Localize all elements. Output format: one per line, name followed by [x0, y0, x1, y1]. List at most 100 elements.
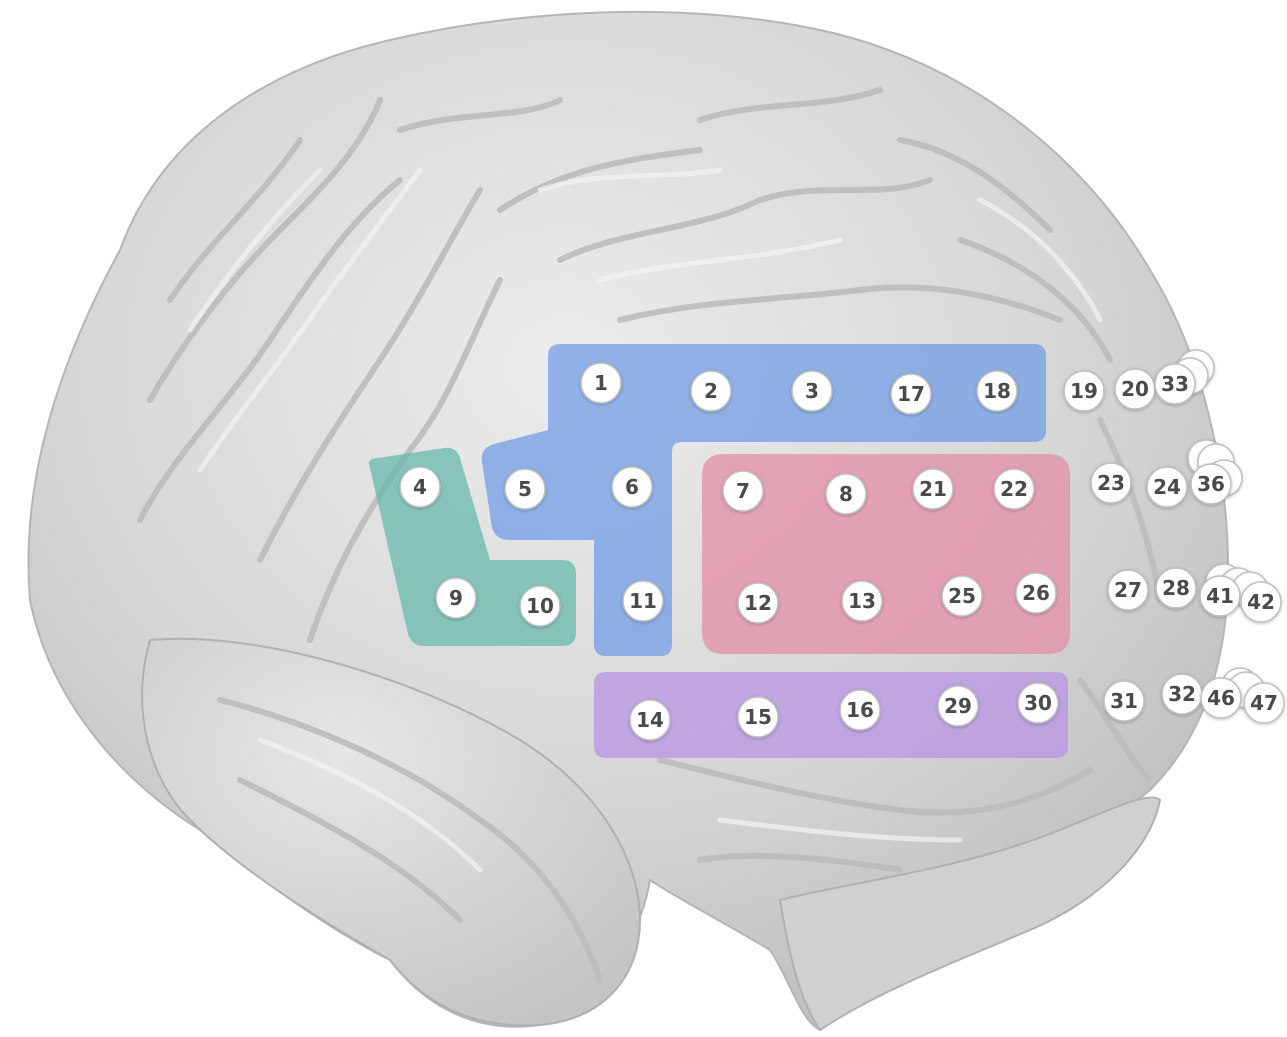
- electrode-46[interactable]: 46: [1200, 677, 1242, 719]
- electrode-47[interactable]: 47: [1243, 682, 1285, 724]
- temporal-lobe: [141, 637, 642, 1027]
- blue-region: [481, 344, 1046, 656]
- electrode-36[interactable]: 36: [1190, 463, 1232, 505]
- electrode-28[interactable]: 28: [1155, 567, 1197, 609]
- electrode-21[interactable]: 21: [912, 468, 954, 510]
- electrode-22[interactable]: 22: [993, 468, 1035, 510]
- electrode-label: 36: [1197, 472, 1225, 496]
- electrode-circle: [1200, 677, 1242, 719]
- electrode-circle: [841, 580, 883, 622]
- electrode-41[interactable]: 41: [1199, 575, 1241, 617]
- gyri-highlights: [187, 167, 1103, 873]
- sulci-lines: [137, 87, 1163, 983]
- electrode-label: 28: [1162, 576, 1190, 600]
- electrode-label: 46: [1207, 686, 1235, 710]
- electrode-circle: [737, 696, 779, 738]
- electrode-20[interactable]: 20: [1114, 368, 1156, 410]
- electrode-circle: [1015, 572, 1057, 614]
- electrode-6[interactable]: 6: [611, 466, 653, 508]
- electrode-circle: [839, 689, 881, 731]
- electrode-circle: [399, 466, 441, 508]
- electrode-26[interactable]: 26: [1015, 572, 1057, 614]
- electrode-13[interactable]: 13: [841, 580, 883, 622]
- electrode-circle: [1103, 680, 1145, 722]
- electrode-14[interactable]: 14: [629, 699, 671, 741]
- electrode-3[interactable]: 3: [791, 370, 833, 412]
- electrode-label: 26: [1022, 581, 1050, 605]
- electrode-30[interactable]: 30: [1017, 682, 1059, 724]
- electrode-12[interactable]: 12: [737, 582, 779, 624]
- electrode-circle: [890, 373, 932, 415]
- electrode-circle: [1063, 370, 1105, 412]
- electrode-circle: [825, 473, 867, 515]
- electrode-circle: [912, 468, 954, 510]
- electrode-31[interactable]: 31: [1103, 680, 1145, 722]
- electrode-33[interactable]: 33: [1154, 363, 1196, 405]
- electrode-label: 13: [848, 589, 876, 613]
- electrode-15[interactable]: 15: [737, 696, 779, 738]
- electrode-circle: [1107, 569, 1149, 611]
- electrode-18[interactable]: 18: [976, 370, 1018, 412]
- electrode-label: 33: [1161, 372, 1189, 396]
- electrode-circle: [504, 468, 546, 510]
- electrode-27[interactable]: 27: [1107, 569, 1149, 611]
- electrode-circle: [993, 468, 1035, 510]
- electrode-circle: [1090, 462, 1132, 504]
- electrode-25[interactable]: 25: [941, 575, 983, 617]
- electrode-label: 47: [1250, 691, 1278, 715]
- electrode-label: 41: [1206, 584, 1234, 608]
- cerebellum: [778, 796, 1162, 1032]
- electrode-label: 17: [897, 382, 925, 406]
- electrode-label: 22: [1000, 477, 1028, 501]
- electrode-9[interactable]: 9: [435, 577, 477, 619]
- electrode-label: 31: [1110, 689, 1138, 713]
- electrode-label: 9: [449, 586, 463, 610]
- electrode-circle: [435, 577, 477, 619]
- electrode-circle: [1190, 463, 1232, 505]
- electrode-label: 15: [744, 705, 772, 729]
- electrode-circle: [1146, 466, 1188, 508]
- electrode-29[interactable]: 29: [937, 685, 979, 727]
- electrode-circle: [580, 362, 622, 404]
- electrode-circle: [1243, 682, 1285, 724]
- electrode-label: 27: [1114, 578, 1142, 602]
- electrode-label: 10: [526, 594, 554, 618]
- electrode-10[interactable]: 10: [519, 585, 561, 627]
- electrode-4[interactable]: 4: [399, 466, 441, 508]
- electrode-circle: [1017, 682, 1059, 724]
- electrode-label: 1: [594, 371, 608, 395]
- electrode-7[interactable]: 7: [722, 470, 764, 512]
- electrode-5[interactable]: 5: [504, 468, 546, 510]
- electrode-circle: [1199, 575, 1241, 617]
- electrode-circle: [629, 699, 671, 741]
- electrode-8[interactable]: 8: [825, 473, 867, 515]
- electrode-42[interactable]: 42: [1240, 581, 1282, 623]
- electrode-label: 18: [983, 379, 1011, 403]
- electrode-24[interactable]: 24: [1146, 466, 1188, 508]
- electrode-label: 32: [1168, 682, 1196, 706]
- electrode-23[interactable]: 23: [1090, 462, 1132, 504]
- electrode-label: 3: [805, 379, 819, 403]
- electrode-label: 42: [1247, 590, 1275, 614]
- electrode-circle: [519, 585, 561, 627]
- electrode-1[interactable]: 1: [580, 362, 622, 404]
- electrode-circle: [722, 470, 764, 512]
- electrode-label: 5: [518, 477, 532, 501]
- electrode-16[interactable]: 16: [839, 689, 881, 731]
- electrode-label: 20: [1121, 377, 1149, 401]
- electrode-circle: [611, 466, 653, 508]
- electrode-17[interactable]: 17: [890, 373, 932, 415]
- electrode-circle: [941, 575, 983, 617]
- electrode-label: 21: [919, 477, 947, 501]
- electrode-11[interactable]: 11: [622, 580, 664, 622]
- electrode-label: 11: [629, 589, 657, 613]
- electrode-2[interactable]: 2: [690, 370, 732, 412]
- electrode-label: 29: [944, 694, 972, 718]
- electrode-label: 2: [704, 379, 718, 403]
- electrode-32[interactable]: 32: [1161, 673, 1203, 715]
- electrode-19[interactable]: 19: [1063, 370, 1105, 412]
- electrode-label: 14: [636, 708, 664, 732]
